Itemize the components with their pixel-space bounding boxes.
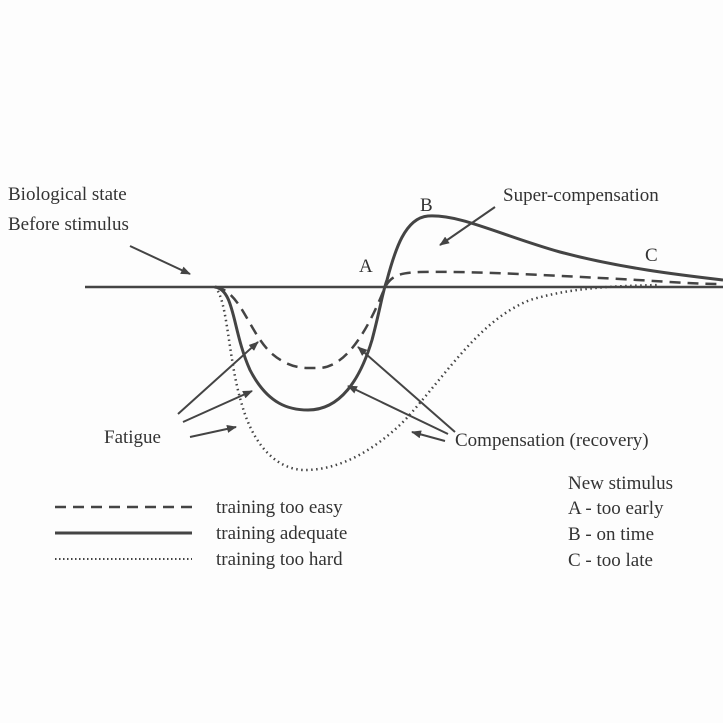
arrow-compensation-easy — [357, 346, 456, 433]
arrow-fatigue-adequate — [182, 390, 253, 423]
label-point-c: C — [645, 245, 658, 266]
arrow-baseline — [129, 245, 191, 275]
curve-training-adequate — [214, 214, 723, 412]
legend-label-adequate: training adequate — [216, 523, 347, 544]
label-point-b: B — [420, 195, 433, 216]
arrow-compensation-adequate — [347, 385, 449, 435]
legend-label-hard: training too hard — [216, 549, 343, 570]
arrow-super-compensation — [439, 206, 496, 246]
label-point-a: A — [359, 256, 373, 277]
curve-training-too-hard — [214, 283, 661, 472]
stimulus-legend-a: A - too early — [568, 498, 664, 519]
label-super-compensation: Super-compensation — [503, 185, 659, 206]
arrow-compensation-hard — [411, 430, 446, 442]
legend-label-easy: training too easy — [216, 497, 343, 518]
stimulus-legend-b: B - on time — [568, 524, 654, 545]
label-biological-state: Biological state — [8, 184, 127, 205]
label-compensation: Compensation (recovery) — [455, 430, 649, 451]
stimulus-legend-title: New stimulus — [568, 473, 673, 494]
label-before-stimulus: Before stimulus — [8, 214, 129, 235]
stimulus-legend-c: C - too late — [568, 550, 653, 571]
label-fatigue: Fatigue — [104, 427, 161, 448]
arrow-fatigue-hard — [189, 425, 237, 438]
curve-training-too-easy — [214, 270, 723, 370]
arrow-fatigue-easy — [177, 341, 259, 415]
